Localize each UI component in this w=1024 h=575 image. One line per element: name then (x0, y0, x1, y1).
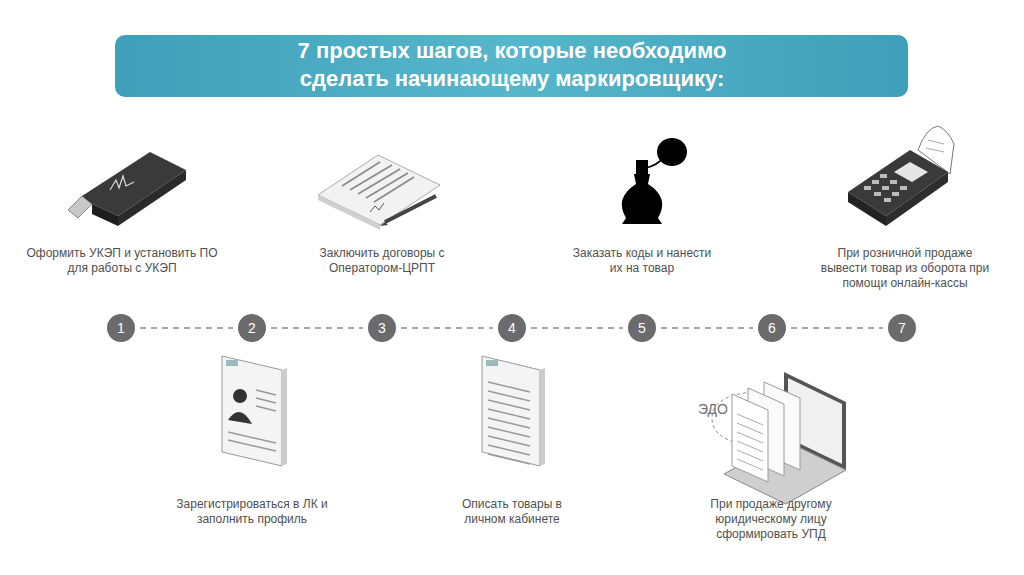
step-circle: 5 (628, 314, 656, 342)
step-circle: 3 (368, 314, 396, 342)
step-number: 6 (768, 320, 776, 336)
step-caption: Оформить УКЭП и установить ПО для работы… (22, 246, 222, 276)
text-stroke (488, 409, 530, 419)
dashed-connector (791, 328, 883, 329)
profile-document-icon (222, 356, 287, 466)
catalog-document-icon (482, 356, 545, 466)
dashed-connector (401, 328, 493, 329)
step-circle: 1 (107, 314, 135, 342)
text-stroke (488, 418, 530, 428)
dashed-connector (271, 328, 363, 329)
text-stroke (488, 427, 530, 437)
laptop-edo-icon (712, 372, 846, 504)
step-caption: При розничной продаже вывести товар из о… (815, 246, 995, 291)
text-stroke (488, 445, 530, 455)
step-circle: 7 (888, 314, 916, 342)
text-stroke (737, 432, 763, 443)
pos-terminal-icon (848, 126, 954, 226)
text-stroke (737, 414, 763, 425)
title: 7 простых шагов, которые необходимо сдел… (257, 37, 767, 93)
title-wrap: 7 простых шагов, которые необходимо сдел… (0, 37, 1024, 93)
step-caption: Описать товары в личном кабинете (447, 497, 577, 527)
text-stroke (488, 391, 530, 401)
dashed-connector (140, 328, 233, 329)
step-number: 3 (378, 320, 386, 336)
text-stroke (737, 423, 763, 434)
text-stroke (488, 436, 530, 446)
step-caption: Заказать коды и нанести их на товар (567, 246, 717, 276)
step-number: 1 (117, 320, 125, 336)
step-circle: 2 (238, 314, 266, 342)
edo-label: ЭДО (698, 402, 738, 417)
contract-icon (318, 155, 440, 230)
text-stroke (488, 400, 530, 410)
text-stroke (488, 454, 530, 464)
step-circle: 4 (498, 314, 526, 342)
dashed-connector (661, 328, 753, 329)
step-number: 5 (638, 320, 646, 336)
text-stroke (488, 382, 530, 392)
text-stroke (737, 459, 763, 470)
step-circle: 6 (758, 314, 786, 342)
step-caption: Заключить договоры с Оператором-ЦРПТ (307, 246, 457, 276)
perfume-icon (622, 138, 687, 224)
step-caption: При продаже другому юридическому лицу сф… (691, 497, 851, 542)
dashed-connector (531, 328, 623, 329)
step-caption: Зарегистрироваться в ЛК и заполнить проф… (172, 497, 332, 527)
text-stroke (737, 441, 763, 452)
step-number: 2 (248, 320, 256, 336)
text-stroke (737, 450, 763, 461)
usb-token-icon (68, 152, 186, 226)
step-number: 4 (508, 320, 516, 336)
step-number: 7 (898, 320, 906, 336)
